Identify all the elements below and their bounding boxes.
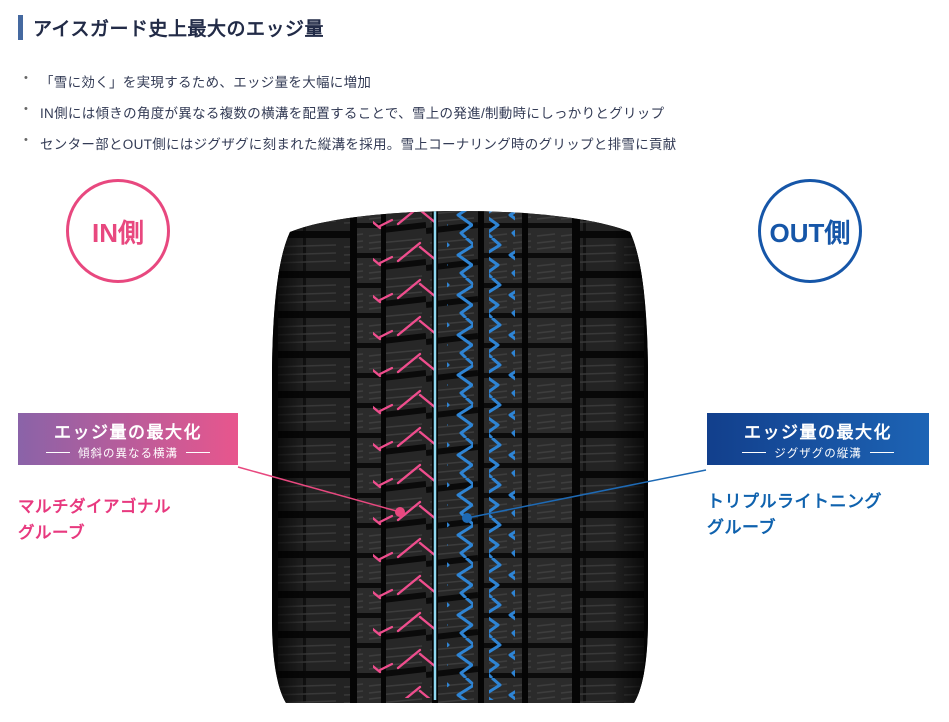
- zigzag-groove-highlight-1: [447, 211, 473, 700]
- left-caption-line2: グルーブ: [18, 523, 86, 542]
- section-header: アイスガード史上最大のエッジ量: [18, 14, 324, 41]
- zigzag-groove-highlight-2: [489, 211, 515, 700]
- left-callout-box: エッジ量の最大化 傾斜の異なる横溝: [18, 413, 238, 465]
- in-side-label: IN側: [91, 217, 144, 248]
- bullet-item: センター部とOUT側にはジグザグに刻まれた縦溝を採用。雪上コーナリング時のグリッ…: [22, 133, 677, 153]
- out-side-badge: OUT側: [758, 179, 862, 283]
- right-callout-subtitle: ジグザグの縦溝: [742, 445, 894, 461]
- right-caption-line1: トリプルライトニング: [707, 492, 882, 511]
- feature-bullet-list: 「雪に効く」を実現するため、エッジ量を大幅に増加 IN側には傾きの角度が異なる複…: [22, 60, 677, 164]
- right-callout-box: エッジ量の最大化 ジグザグの縦溝: [707, 413, 929, 465]
- left-callout-title: エッジ量の最大化: [54, 422, 202, 442]
- left-groove-caption: マルチダイアゴナル グルーブ: [18, 495, 171, 546]
- tire-tread-image: [272, 211, 648, 703]
- left-caption-line1: マルチダイアゴナル: [18, 498, 171, 516]
- multi-diagonal-groove-highlight: [373, 211, 435, 698]
- bullet-item: IN側には傾きの角度が異なる複数の横溝を配置することで、雪上の発進/制動時にしっ…: [22, 102, 677, 122]
- right-caption-line2: グルーブ: [707, 518, 776, 538]
- header-accent-bar: [18, 15, 23, 40]
- in-side-badge: IN側: [66, 179, 170, 283]
- left-callout-subtitle: 傾斜の異なる横溝: [46, 445, 210, 461]
- right-groove-caption: トリプルライトニング グルーブ: [707, 489, 882, 542]
- right-callout-title: エッジ量の最大化: [744, 422, 892, 442]
- bullet-item: 「雪に効く」を実現するため、エッジ量を大幅に増加: [22, 71, 677, 91]
- page-title: アイスガード史上最大のエッジ量: [33, 19, 324, 40]
- out-side-label: OUT側: [769, 217, 851, 248]
